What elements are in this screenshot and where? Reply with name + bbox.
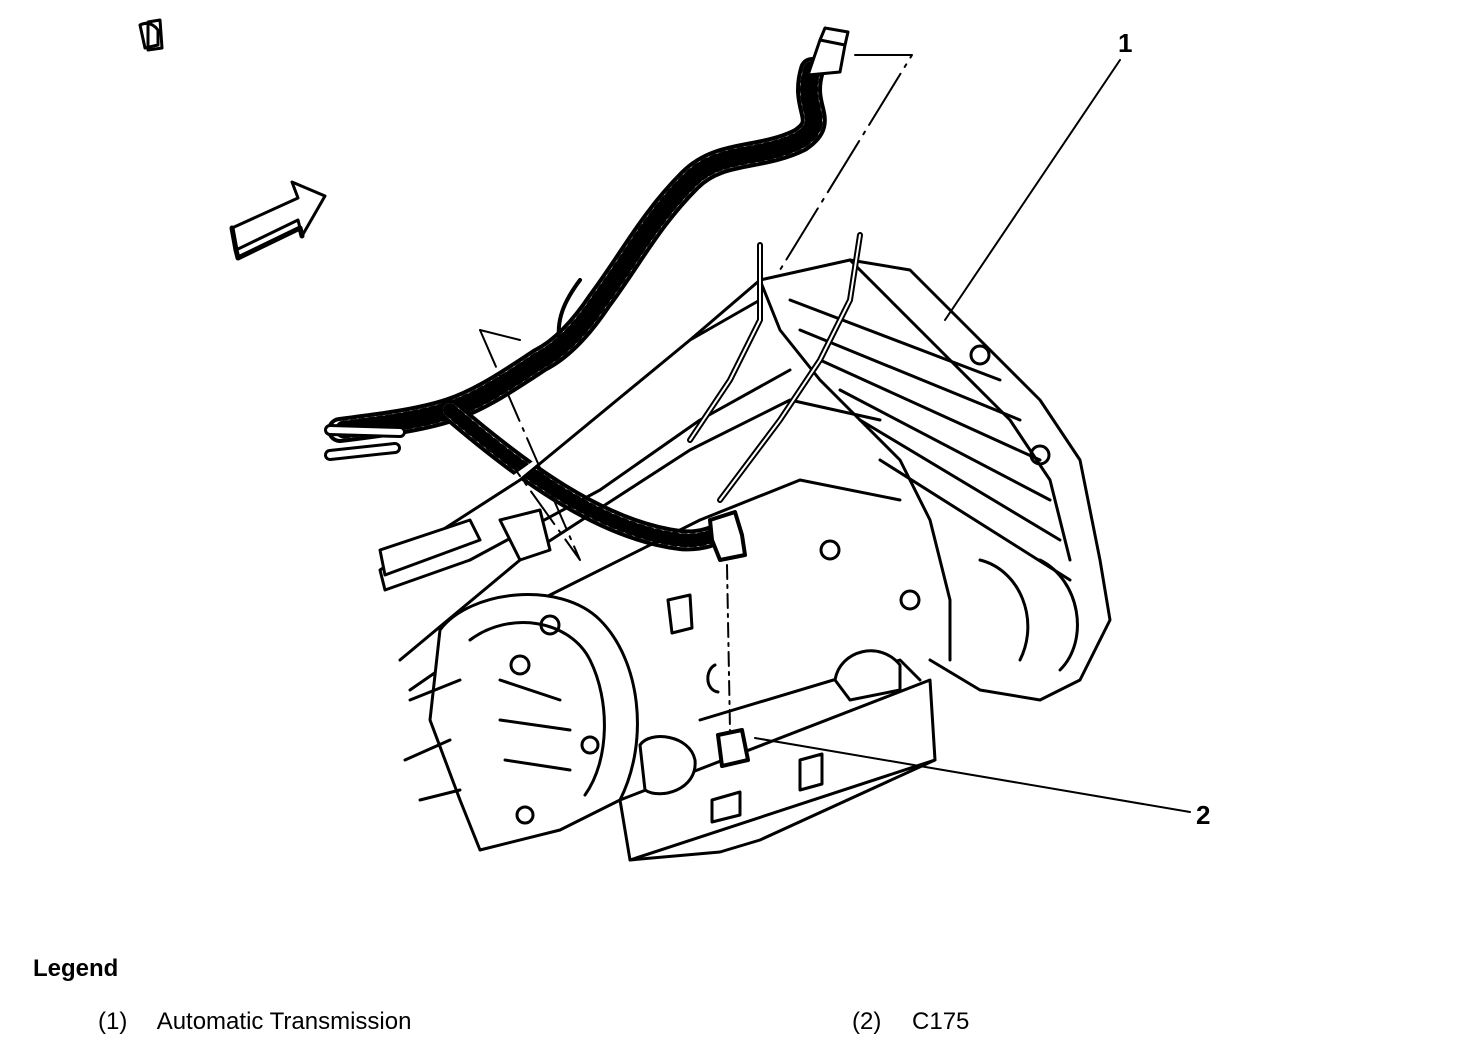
legend-item-number: (1) — [98, 1008, 128, 1035]
legend-item-label: C175 — [912, 1008, 970, 1035]
leader-line-1 — [944, 59, 1121, 321]
legend-item-label: Automatic Transmission — [156, 1008, 412, 1035]
legend-item: (2) C175 — [852, 1008, 969, 1036]
direction-arrow-icon — [229, 180, 327, 261]
callout-2: 2 — [1196, 800, 1210, 830]
alignment-lines — [479, 54, 913, 731]
transmission-diagram: 1 2 — [138, 18, 1210, 862]
callout-1: 1 — [1118, 28, 1132, 58]
leader-lines — [754, 59, 1191, 813]
legend-item-number: (2) — [852, 1008, 882, 1035]
wiring-harness — [138, 18, 850, 552]
leader-line-2 — [754, 737, 1191, 813]
legend-item: (1) Automatic Transmission — [98, 1008, 411, 1036]
legend-title: Legend — [33, 955, 119, 982]
automatic-transmission — [378, 232, 1112, 862]
